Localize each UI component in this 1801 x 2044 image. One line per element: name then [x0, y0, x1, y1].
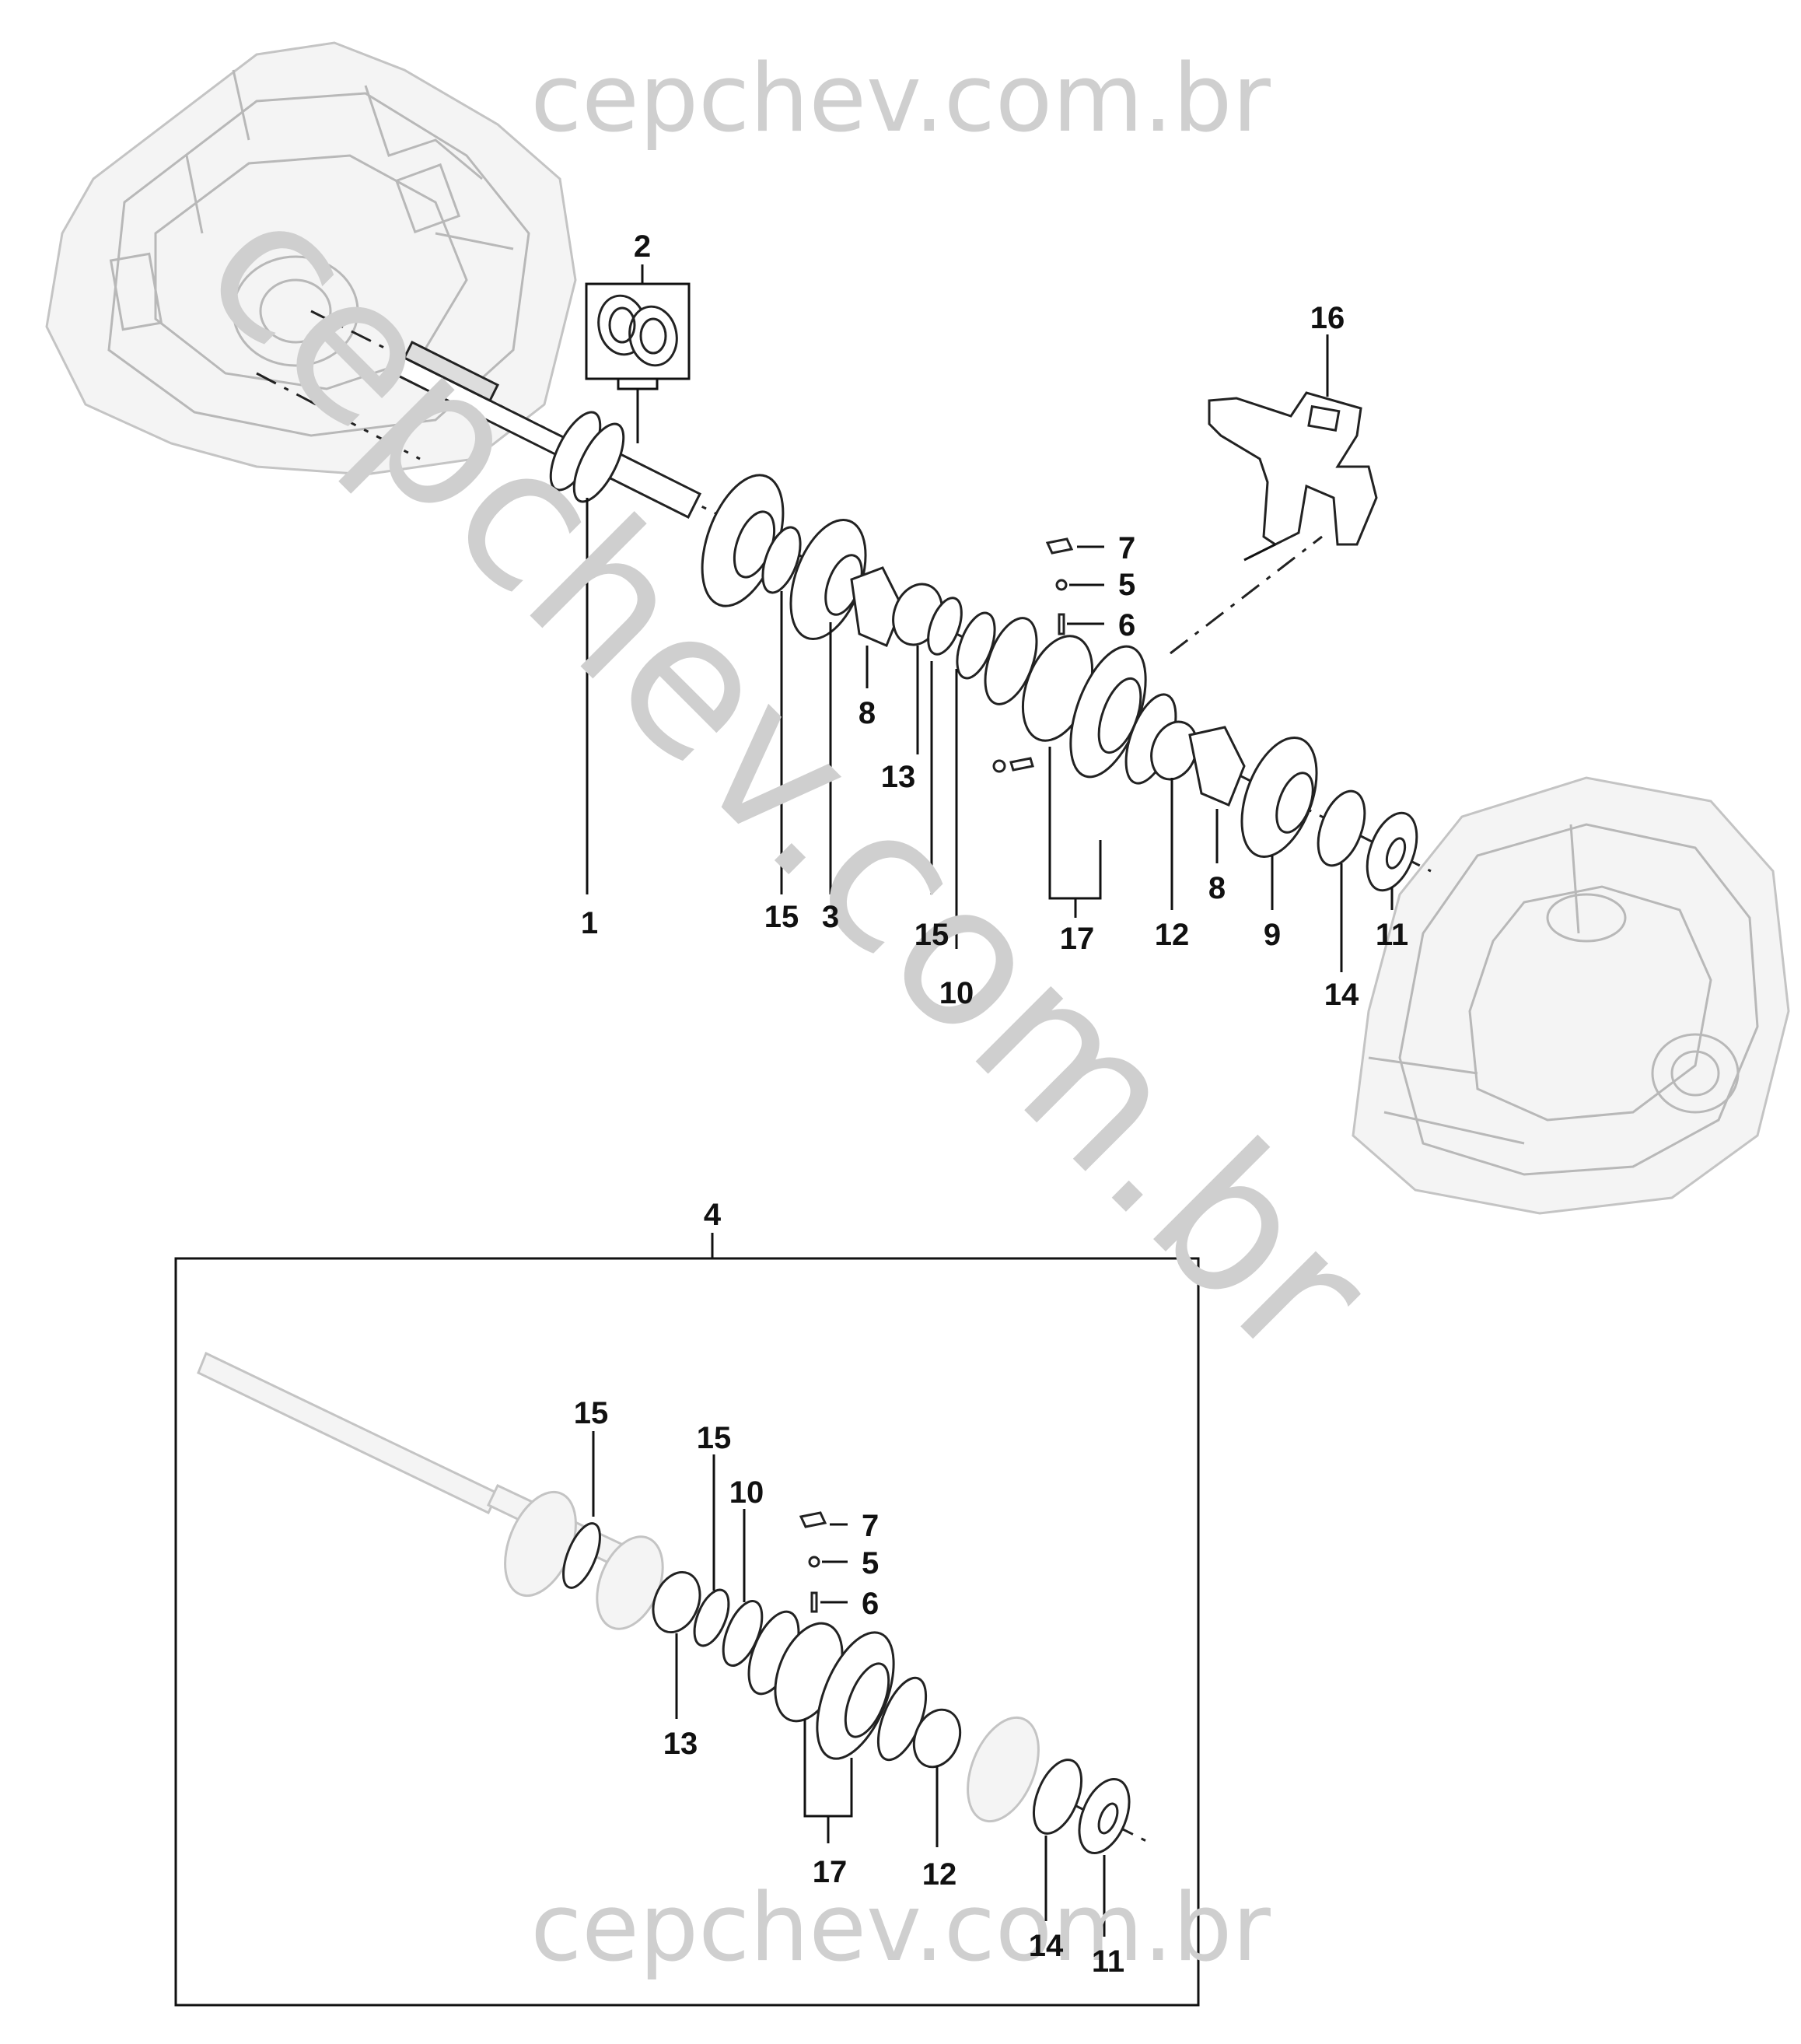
detail-callout-12: 12 — [922, 1857, 957, 1892]
watermark-top: cepchev.com.br — [530, 45, 1271, 153]
ring-part-15b — [927, 597, 963, 656]
callouts-main: 1 2 3 5 6 7 8 8 9 10 11 12 13 14 15 15 1… — [581, 229, 1408, 1012]
detail-key-7 — [799, 1511, 827, 1528]
washer-part-11 — [1366, 811, 1418, 892]
detail-callout-17: 17 — [813, 1855, 848, 1889]
detail-callout-10: 10 — [729, 1475, 764, 1510]
callout-3: 3 — [822, 900, 839, 934]
detail-callout-6: 6 — [862, 1587, 879, 1621]
callout-15b: 15 — [914, 918, 949, 952]
detail-shaft-ghost — [197, 1351, 1152, 1845]
detail-callout-5: 5 — [862, 1546, 879, 1580]
callout-1: 1 — [581, 906, 598, 940]
leader-lines-main — [586, 264, 1394, 972]
callout-12: 12 — [1155, 918, 1190, 952]
leader-lines-detail — [592, 1431, 1106, 1937]
detail-ring-15a — [562, 1522, 601, 1589]
detail-ring-15b — [693, 1588, 730, 1647]
detail-callout-15b: 15 — [697, 1421, 732, 1455]
callout-7: 7 — [1118, 531, 1135, 565]
ball-part-5 — [1055, 579, 1068, 591]
callout-8a: 8 — [859, 696, 876, 730]
detail-bearing-13 — [652, 1570, 701, 1634]
callout-8b: 8 — [1208, 871, 1226, 905]
callout-15a: 15 — [764, 900, 799, 934]
callout-13: 13 — [881, 760, 916, 794]
needle-ring-part-14 — [1317, 789, 1366, 867]
spring-part-6 — [1058, 613, 1065, 635]
callout-17: 17 — [1060, 922, 1095, 956]
main-shaft-axis — [256, 310, 1432, 873]
transmission-housing-right — [1352, 776, 1790, 1215]
bearing-set-part-2 — [585, 282, 691, 443]
callout-10: 10 — [939, 976, 974, 1010]
detail-synchro-hub-17 — [774, 1622, 895, 1760]
callout-11: 11 — [1376, 918, 1408, 952]
callout-16: 16 — [1310, 301, 1345, 335]
output-shaft — [395, 340, 702, 520]
shift-fork-part-16 — [1208, 391, 1378, 546]
detail-callout-7: 7 — [862, 1509, 879, 1543]
callout-14: 14 — [1324, 978, 1359, 1012]
key-part-7 — [1045, 537, 1074, 555]
callout-5: 5 — [1118, 568, 1135, 602]
gear-part-9 — [1240, 736, 1318, 859]
callout-2: 2 — [634, 229, 651, 264]
detail-callout-15a: 15 — [574, 1396, 609, 1430]
detail-ball-5 — [808, 1556, 820, 1568]
detail-spring-6 — [810, 1591, 818, 1613]
callouts-detail: 4 15 15 10 7 5 6 13 17 12 14 11 — [574, 1198, 1124, 1979]
detail-callout-13: 13 — [663, 1727, 698, 1761]
synchro-hub-part-17 — [1021, 635, 1147, 779]
detail-box-part-4 — [174, 1233, 1200, 2007]
detail-callout-11: 11 — [1092, 1944, 1124, 1979]
detail-callout-14: 14 — [1029, 1929, 1064, 1963]
detail-bearing-12 — [912, 1708, 962, 1769]
detail-needle-ring-14 — [1032, 1759, 1083, 1835]
detail-washer-11 — [1078, 1777, 1131, 1855]
callout-9: 9 — [1264, 918, 1281, 952]
callout-6: 6 — [1118, 608, 1135, 642]
detent-set-loose — [992, 757, 1034, 773]
detail-callout-4: 4 — [704, 1198, 722, 1232]
wire-ring-part-8b — [1188, 726, 1246, 807]
ring-part-15a — [761, 526, 802, 594]
watermark-bottom: cepchev.com.br — [530, 1874, 1271, 1983]
